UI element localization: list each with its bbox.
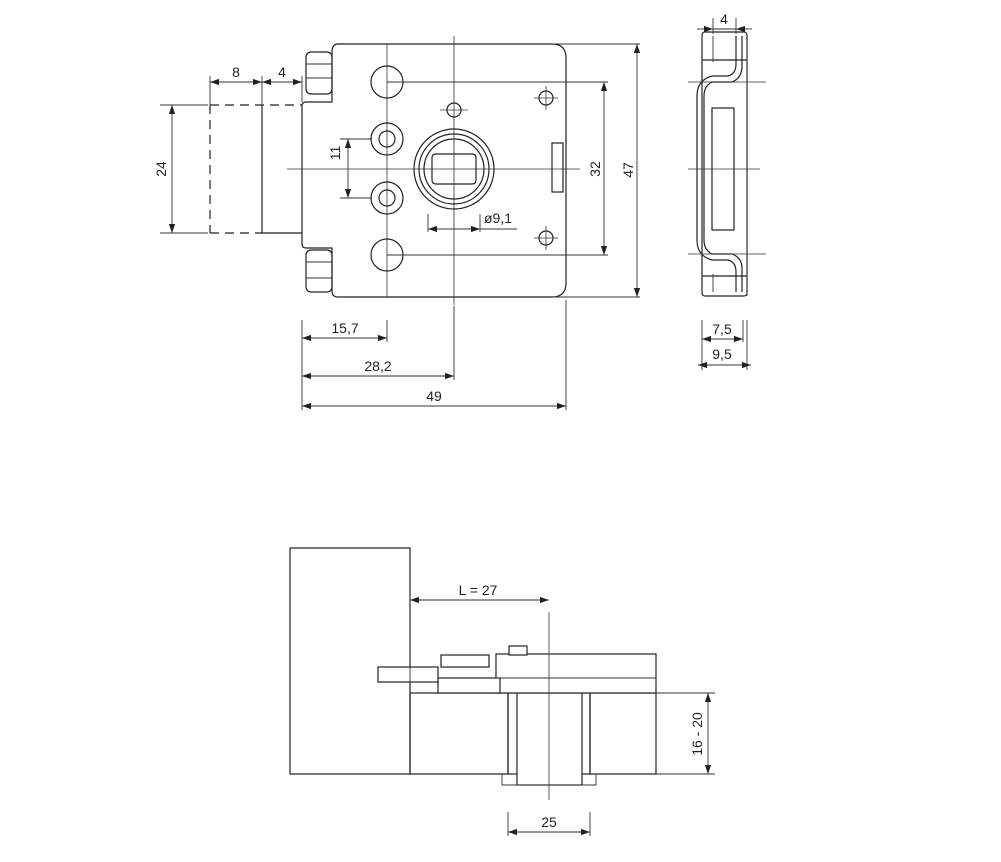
top-mounting-tab (305, 51, 333, 95)
lock-plate-outline (301, 43, 567, 298)
dim-label-32: 32 (587, 161, 603, 177)
dim-label-11: 11 (327, 146, 343, 161)
dim-label-16-20: 16 - 20 (689, 712, 705, 756)
door-panel-right (589, 692, 657, 775)
dim-label-7-5: 7,5 (712, 321, 732, 337)
lock-body (495, 653, 657, 694)
key-cylinder (413, 128, 495, 210)
dim-label-25: 25 (541, 814, 557, 830)
dim-label-9-5: 9,5 (712, 346, 732, 362)
lock-cylinder (516, 692, 583, 786)
bolt-extension (209, 104, 302, 234)
door-panel-left (409, 692, 509, 775)
side-view-body (701, 31, 748, 297)
dim-label-47: 47 (620, 162, 636, 178)
front-view: 8 4 24 11 32 47 ø9,1 15,7 28,2 49 (153, 36, 641, 410)
bottom-mounting-tab (305, 249, 333, 293)
installation-section: L = 27 16 - 20 25 (289, 547, 715, 836)
bolt (377, 666, 439, 683)
door-frame-panel (289, 547, 411, 775)
side-slot (551, 142, 564, 193)
dim-label-4-side: 4 (720, 11, 728, 27)
dim-label-49: 49 (426, 388, 442, 404)
dim-label-28-2: 28,2 (364, 358, 391, 374)
dim-label-15-7: 15,7 (331, 320, 358, 336)
dim-label-L: L = 27 (459, 582, 498, 598)
dim-label-8: 8 (232, 64, 240, 80)
dim-label-4-left: 4 (278, 64, 286, 80)
dim-label-bore: ø9,1 (484, 210, 512, 226)
dim-label-24: 24 (153, 161, 169, 177)
side-view: 4 7,5 9,5 (688, 11, 766, 370)
